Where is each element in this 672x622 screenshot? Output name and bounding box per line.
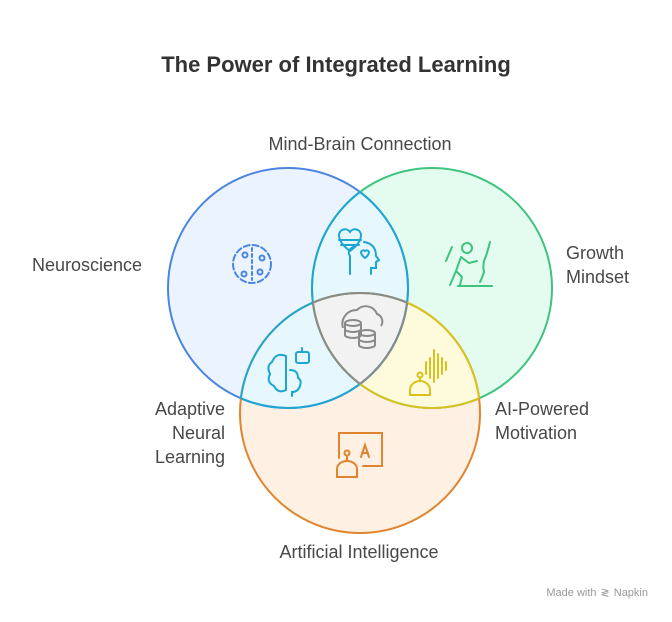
brain-robot-icon — [267, 347, 310, 397]
label-line: Motivation — [495, 423, 578, 443]
label-line: Mindset — [566, 267, 630, 287]
label-ai-powered-motivation: AI-Powered Motivation — [495, 397, 589, 445]
region-ai-motivation — [312, 293, 480, 408]
napkin-logo-icon: ≷ — [600, 587, 610, 599]
brain-circuit-icon — [232, 244, 272, 284]
climbing-person-icon — [445, 241, 493, 287]
heart-mind-icon — [337, 228, 381, 275]
napkin-brand: Napkin — [613, 586, 648, 599]
label-growth-mindset: Growth Mindset — [566, 241, 629, 289]
label-neuroscience: Neuroscience — [32, 255, 143, 275]
cloud-database-icon — [341, 305, 384, 349]
made-with-text: Made with — [546, 586, 597, 599]
label-line: Neural — [171, 423, 225, 443]
label-adaptive-neural-learning: Adaptive Neural Learning — [155, 397, 225, 469]
label-mind-brain-connection: Mind-Brain Connection — [268, 134, 452, 154]
label-line: Learning — [154, 447, 225, 467]
label-line: AI-Powered — [495, 399, 590, 419]
label-line: Adaptive — [154, 399, 225, 419]
robot-soundwave-icon — [409, 349, 447, 396]
label-line: Growth — [566, 243, 625, 263]
robot-presentation-icon — [336, 432, 383, 478]
napkin-attribution[interactable]: Made with ≷ Napkin — [546, 586, 648, 600]
diagram-title: The Power of Integrated Learning — [161, 52, 511, 77]
label-artificial-intelligence: Artificial Intelligence — [279, 542, 439, 562]
